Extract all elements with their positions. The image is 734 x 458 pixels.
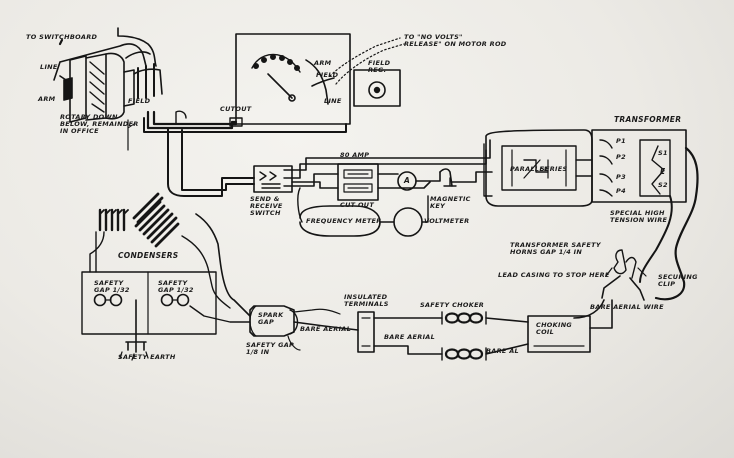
label-bare-aerial-wire: BARE AERIAL WIRE <box>590 303 664 311</box>
label-voltmeter: VOLTMETER <box>424 217 470 225</box>
high-tension-wire <box>654 146 699 301</box>
label-line-starter: LINE <box>324 97 342 105</box>
safety-earth <box>119 299 149 361</box>
label-transformer-safety: TRANSFORMER SAFETY HORNS GAP 1/4 IN <box>510 241 601 256</box>
label-rotary-note: ROTARY DOWN BELOW, REMAINDER IN OFFICE <box>60 113 139 135</box>
label-s1: S1 <box>658 149 668 157</box>
choking-coil <box>527 315 591 353</box>
label-parallel: PARALLEL <box>510 165 549 173</box>
label-arm-motor: ARM <box>38 95 56 103</box>
switchboard-lead-2 <box>117 27 157 67</box>
label-cutout-top: CUTOUT <box>220 105 252 113</box>
label-field-reg: FIELD REG. <box>368 59 391 74</box>
label-securing-clip: SECURING CLIP <box>658 273 698 288</box>
label-transformer: TRANSFORMER <box>614 115 682 124</box>
label-safety-earth: SAFETY EARTH <box>118 353 176 361</box>
condenser-box <box>81 271 217 335</box>
label-bare-aerial-1: BARE AERIAL <box>300 325 352 333</box>
label-safety-gap-2: SAFETY GAP 1/32 <box>158 279 194 294</box>
label-80-amp: 80 AMP <box>340 151 370 159</box>
label-ammeter: A <box>404 176 411 185</box>
label-insulated-terminals: INSULATED TERMINALS <box>344 293 389 308</box>
label-send-receive: SEND & RECEIVE SWITCH <box>250 195 283 217</box>
rotary-converter <box>63 51 163 123</box>
insulated-terminals <box>357 311 375 353</box>
send-receive-switch <box>253 165 293 193</box>
label-spark-gap: SPARK GAP <box>258 311 284 326</box>
label-safety-choker: SAFETY CHOKER <box>420 301 485 309</box>
label-p4: P4 <box>616 187 626 195</box>
label-arm-starter: ARM <box>314 59 332 67</box>
label-cut-out: CUT OUT <box>340 201 375 209</box>
label-to-switchboard: TO SWITCHBOARD <box>26 33 98 41</box>
safety-horns <box>601 249 647 301</box>
starter-box <box>235 33 351 125</box>
label-special-wire: SPECIAL HIGH TENSION WIRE <box>610 209 668 224</box>
label-line-motor: LINE <box>40 63 58 71</box>
label-e: E <box>660 167 666 176</box>
label-s2: S2 <box>658 181 668 189</box>
label-lead-casing: LEAD CASING TO STOP HERE <box>498 271 610 279</box>
label-frequency-meter: FREQUENCY METER <box>306 217 382 225</box>
label-release-note: TO "NO VOLTS" RELEASE" ON MOTOR ROD <box>404 33 507 48</box>
label-series: SERIES <box>540 165 568 173</box>
transformer <box>483 129 687 207</box>
field-regulator <box>353 69 401 107</box>
safety-choker <box>441 311 487 361</box>
label-field-motor: FIELD <box>128 97 151 105</box>
label-condensers: CONDENSERS <box>118 251 179 260</box>
switchboard-lead <box>53 43 147 81</box>
label-p1: P1 <box>616 137 626 145</box>
label-p2: P2 <box>616 153 626 161</box>
label-p3: P3 <box>616 173 626 181</box>
label-bare-aerial-2: BARE AERIAL <box>384 333 436 341</box>
label-magnetic-key: MAGNETIC KEY <box>430 195 471 210</box>
voltmeter-circle <box>393 207 423 237</box>
cutout-80-amp <box>337 163 379 201</box>
label-choking-coil: CHOKING COIL <box>536 321 573 336</box>
condenser-plates <box>98 192 180 248</box>
cutout-fuse <box>229 117 243 127</box>
label-field-starter: FIELD <box>316 71 339 79</box>
label-safety-gap-bottom: SAFETY GAP 1/8 IN <box>246 341 295 356</box>
label-bare-al: BARE AL <box>486 347 519 355</box>
label-safety-gap-1: SAFETY GAP 1/32 <box>94 279 130 294</box>
